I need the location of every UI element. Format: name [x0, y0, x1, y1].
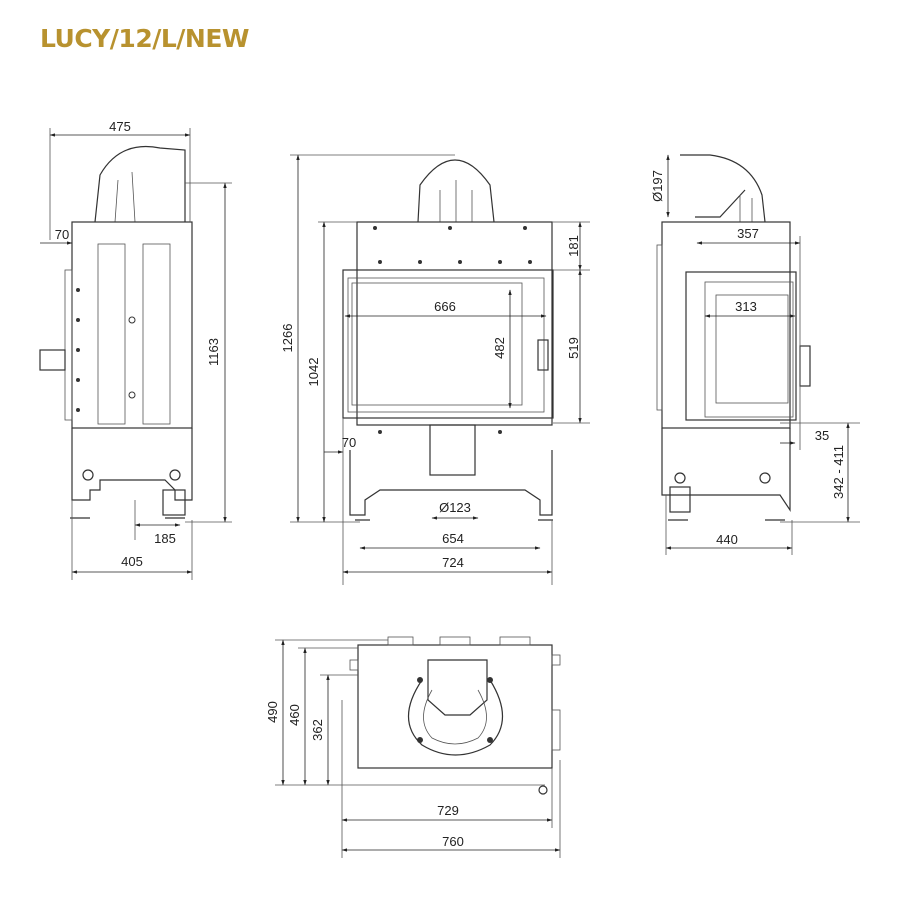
dim-1042: 1042 — [306, 358, 321, 387]
dim-185: 185 — [154, 531, 176, 546]
right-view: Ø197 357 313 35 342 - 411 440 — [650, 154, 860, 555]
dim-1163: 1163 — [206, 338, 221, 366]
dim-181: 181 — [566, 235, 581, 257]
dim-460: 460 — [287, 704, 302, 726]
dim-440: 440 — [716, 532, 738, 547]
dim-362: 362 — [310, 719, 325, 741]
dim-475: 475 — [109, 119, 131, 134]
dim-405: 405 — [121, 554, 143, 569]
front-view: 1266 1042 181 519 666 482 70 Ø123 654 72… — [280, 154, 590, 585]
dim-35: 35 — [815, 428, 829, 443]
dim-490: 490 — [265, 701, 280, 723]
dim-1266: 1266 — [280, 324, 295, 353]
dim-760: 760 — [442, 834, 464, 849]
dim-357: 357 — [737, 226, 759, 241]
dim-342-411: 342 - 411 — [831, 445, 846, 499]
dim-654: 654 — [442, 531, 464, 546]
model-title: LUCY/12/L/NEW — [40, 24, 249, 53]
plan-view: 490 460 362 729 760 — [265, 636, 561, 858]
dim-724: 724 — [442, 555, 464, 570]
dim-313: 313 — [735, 299, 757, 314]
dim-70-front: 70 — [342, 435, 356, 450]
dim-729: 729 — [437, 803, 459, 818]
side-view: 475 70 1163 185 405 — [39, 119, 232, 580]
dim-70: 70 — [55, 227, 69, 242]
dim-482: 482 — [492, 337, 507, 359]
dim-519: 519 — [566, 337, 581, 359]
dim-666: 666 — [434, 299, 456, 314]
dim-duct-diameter: Ø197 — [650, 170, 665, 202]
dim-flue-diameter: Ø123 — [439, 500, 471, 515]
